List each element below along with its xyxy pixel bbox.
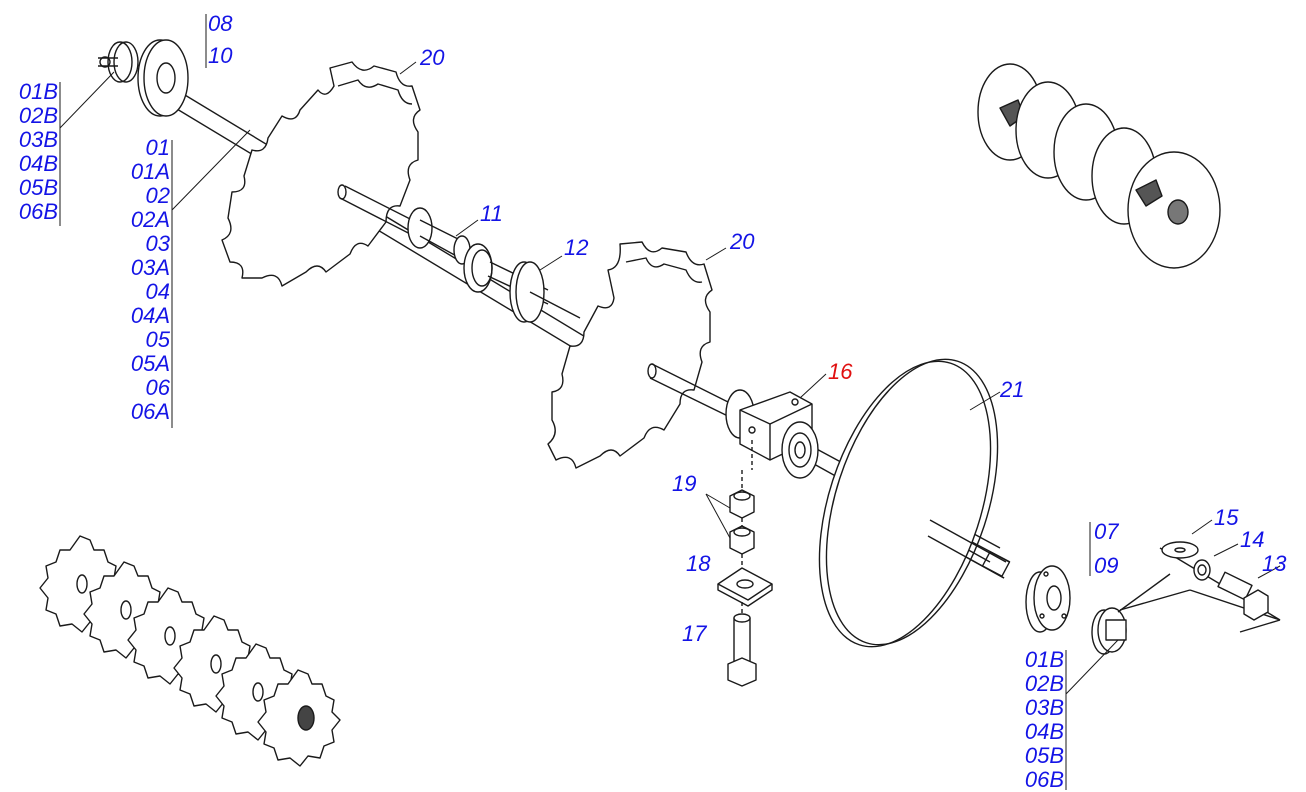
end-flange-bottom: [1091, 573, 1191, 655]
thumbnail-notched-gang: [39, 535, 341, 767]
thumbnail-plain-gang: [977, 63, 1221, 269]
shaft-segment-mid: [337, 184, 421, 239]
callout-16[interactable]: 16: [828, 359, 853, 384]
leader-lines: [59, 14, 1281, 790]
spool-part-11: [407, 207, 549, 305]
callout-stack-top-left-item[interactable]: 01B: [18, 79, 58, 104]
callout-stack-bottom-right-item[interactable]: 03B: [1024, 695, 1064, 720]
callout-stack-shaft-item[interactable]: 03A: [130, 255, 170, 280]
bolt-set-13-15: [1159, 541, 1281, 633]
callout-18[interactable]: 18: [686, 551, 711, 576]
plain-disc-21: [818, 358, 1007, 648]
callout-stack-shaft-item[interactable]: 04A: [130, 303, 170, 328]
callout-stack-top-left-item[interactable]: 05B: [18, 175, 58, 200]
callout-stack-shaft-item[interactable]: 02A: [130, 207, 170, 232]
callout-17[interactable]: 17: [682, 621, 707, 646]
callout-stack-bottom-right-item[interactable]: 04B: [1024, 719, 1064, 744]
callout-21[interactable]: 21: [1000, 377, 1025, 402]
bolt-17: [727, 613, 757, 687]
callout-11[interactable]: 11: [480, 201, 503, 226]
callout-15[interactable]: 15: [1214, 505, 1239, 530]
end-flange-top: [98, 41, 139, 83]
callout-stack-top-left-item[interactable]: 06B: [18, 199, 58, 224]
callout-stack-shaft-item[interactable]: 06A: [130, 399, 170, 424]
notched-disc-upper: [221, 61, 421, 287]
nuts-19: [729, 470, 755, 570]
callout-13[interactable]: 13: [1262, 551, 1287, 576]
callout-stack-shaft-item[interactable]: 02: [145, 183, 170, 208]
callout-stack-top-left-item[interactable]: 03B: [18, 127, 58, 152]
callout-07[interactable]: 07: [1094, 519, 1119, 544]
callout-stack-shaft-item[interactable]: 01A: [130, 159, 170, 184]
callout-stack-bottom-right-item[interactable]: 02B: [1024, 671, 1064, 696]
callout-12[interactable]: 12: [564, 235, 589, 260]
callout-20-lower[interactable]: 20: [730, 229, 755, 254]
callout-08[interactable]: 08: [208, 11, 233, 36]
main-shaft-upper: [161, 85, 641, 389]
callout-stack-shaft-item[interactable]: 04: [145, 279, 170, 304]
callout-stack-shaft-item[interactable]: 01: [145, 135, 170, 160]
callout-20-upper[interactable]: 20: [420, 45, 445, 70]
callout-stack-bottom-right-item[interactable]: 01B: [1024, 647, 1064, 672]
notched-disc-lower: [547, 241, 713, 469]
callout-stack-top-left-item[interactable]: 02B: [18, 103, 58, 128]
callout-stack-bottom-right-item[interactable]: 05B: [1024, 743, 1064, 768]
callout-14[interactable]: 14: [1240, 527, 1265, 552]
washer-part-12: [509, 261, 581, 323]
spacer-washer-top: [137, 39, 189, 117]
callout-stack-shaft-item[interactable]: 03: [145, 231, 170, 256]
square-washer-18: [717, 567, 773, 618]
callout-stack-shaft-item[interactable]: 05: [145, 327, 170, 352]
callout-stack-shaft-item[interactable]: 06: [145, 375, 170, 400]
callout-stack-shaft-item[interactable]: 05A: [130, 351, 170, 376]
callout-stack-top-left-item[interactable]: 04B: [18, 151, 58, 176]
callout-stack-bottom-right-item[interactable]: 06B: [1024, 767, 1064, 792]
hub-07-09: [1025, 565, 1071, 633]
bearing-housing-16: [725, 389, 819, 479]
callout-19[interactable]: 19: [672, 471, 697, 496]
callout-09[interactable]: 09: [1094, 553, 1119, 578]
callout-10[interactable]: 10: [208, 43, 233, 68]
